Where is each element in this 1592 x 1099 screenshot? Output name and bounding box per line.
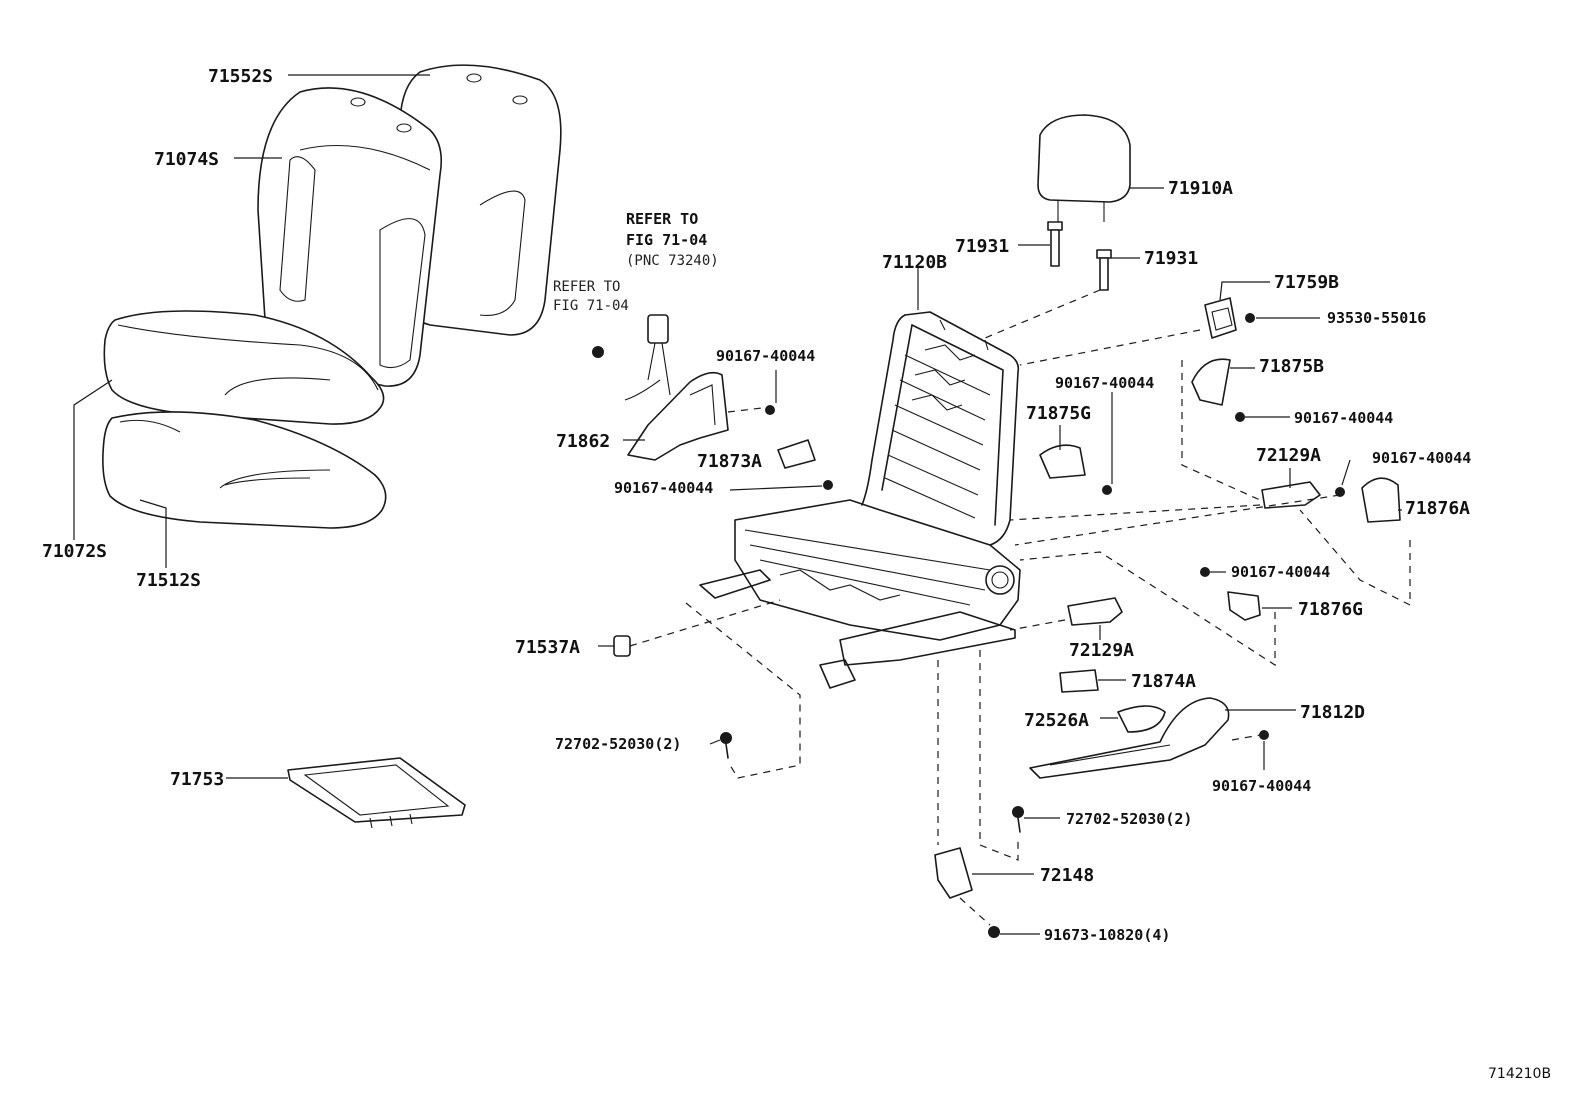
label-71876G: 71876G [1298, 599, 1363, 620]
headrest-part [1037, 114, 1131, 222]
bracket-71874A-part [1059, 669, 1099, 693]
label-72702-left: 72702-52030(2) [555, 735, 681, 753]
side-shield-71812D-part [1029, 697, 1269, 779]
cover-71875G-part [1039, 444, 1112, 495]
refer-note-lower-line2: FIG 71-04 [553, 298, 629, 314]
label-90167-b: 90167-40044 [614, 479, 713, 497]
dashed-assembly-lines [629, 289, 1411, 926]
label-71537A: 71537A [515, 637, 580, 658]
label-90167-f: 90167-40044 [1231, 563, 1330, 581]
label-72129A-upper: 72129A [1256, 445, 1321, 466]
part-labels: 71552S 71074S 71072S 71512S 71537A 71753… [42, 66, 1551, 1082]
cap-71537A-part [613, 635, 631, 657]
label-71812D: 71812D [1300, 702, 1365, 723]
belt-buckle-part [592, 314, 671, 401]
recliner-cover-71759B-part [1204, 297, 1255, 339]
bracket-72148-part [934, 847, 1000, 938]
label-93530: 93530-55016 [1327, 309, 1426, 327]
label-71552S: 71552S [208, 66, 273, 87]
refer-note-upper-line1: REFER TO [626, 210, 698, 228]
label-71931-a: 71931 [955, 236, 1009, 257]
headrest-guide-left-part [1047, 221, 1063, 267]
label-71120B: 71120B [882, 252, 947, 273]
label-72148: 72148 [1040, 865, 1094, 886]
knob-72129A-lower-part [1067, 597, 1123, 626]
label-71875B: 71875B [1259, 356, 1324, 377]
label-90167-c: 90167-40044 [1294, 409, 1393, 427]
diagram-code: 714210B [1488, 1066, 1551, 1082]
label-72129A-lower: 72129A [1069, 640, 1134, 661]
bracket-71873A-part [777, 439, 833, 490]
label-72526A: 72526A [1024, 710, 1089, 731]
refer-note-upper-line2: FIG 71-04 [626, 231, 707, 249]
label-91673: 91673-10820(4) [1044, 926, 1170, 944]
cover-71876G-part [1200, 567, 1261, 621]
headrest-guide-right-part [1096, 249, 1112, 291]
label-71753: 71753 [170, 769, 224, 790]
label-90167-e: 90167-40044 [1372, 449, 1471, 467]
bolt-72702-right-part [1012, 806, 1024, 833]
label-90167-a: 90167-40044 [716, 347, 815, 365]
seat-cushion-pad-part [103, 310, 385, 425]
refer-note-upper-line3: (PNC 73240) [626, 253, 719, 269]
label-71910A: 71910A [1168, 178, 1233, 199]
seat-cushion-cover-part [102, 411, 387, 529]
label-71759B: 71759B [1274, 272, 1339, 293]
label-71862: 71862 [556, 431, 610, 452]
cover-71876A-part [1335, 477, 1401, 523]
cushion-pan-part [287, 757, 466, 829]
knob-72526A-part [1117, 705, 1166, 733]
label-71512S: 71512S [136, 570, 201, 591]
side-shield-71862-part [627, 371, 775, 461]
label-72702-right: 72702-52030(2) [1066, 810, 1192, 828]
bolt-72702-left-part [720, 732, 732, 759]
label-71072S: 71072S [42, 541, 107, 562]
label-71875G: 71875G [1026, 403, 1091, 424]
seat-frame-assembly [699, 311, 1021, 689]
label-90167-g: 90167-40044 [1212, 777, 1311, 795]
label-90167-d: 90167-40044 [1055, 374, 1154, 392]
label-71874A: 71874A [1131, 671, 1196, 692]
seatback-pad-part [257, 87, 443, 387]
cover-71875B-part [1191, 358, 1245, 422]
leader-lines [73, 74, 1402, 935]
label-71873A: 71873A [697, 451, 762, 472]
refer-note-lower-line1: REFER TO [553, 279, 620, 295]
label-71074S: 71074S [154, 149, 219, 170]
knob-72129A-upper-part [1261, 481, 1321, 509]
label-71876A: 71876A [1405, 498, 1470, 519]
label-71931-b: 71931 [1144, 248, 1198, 269]
